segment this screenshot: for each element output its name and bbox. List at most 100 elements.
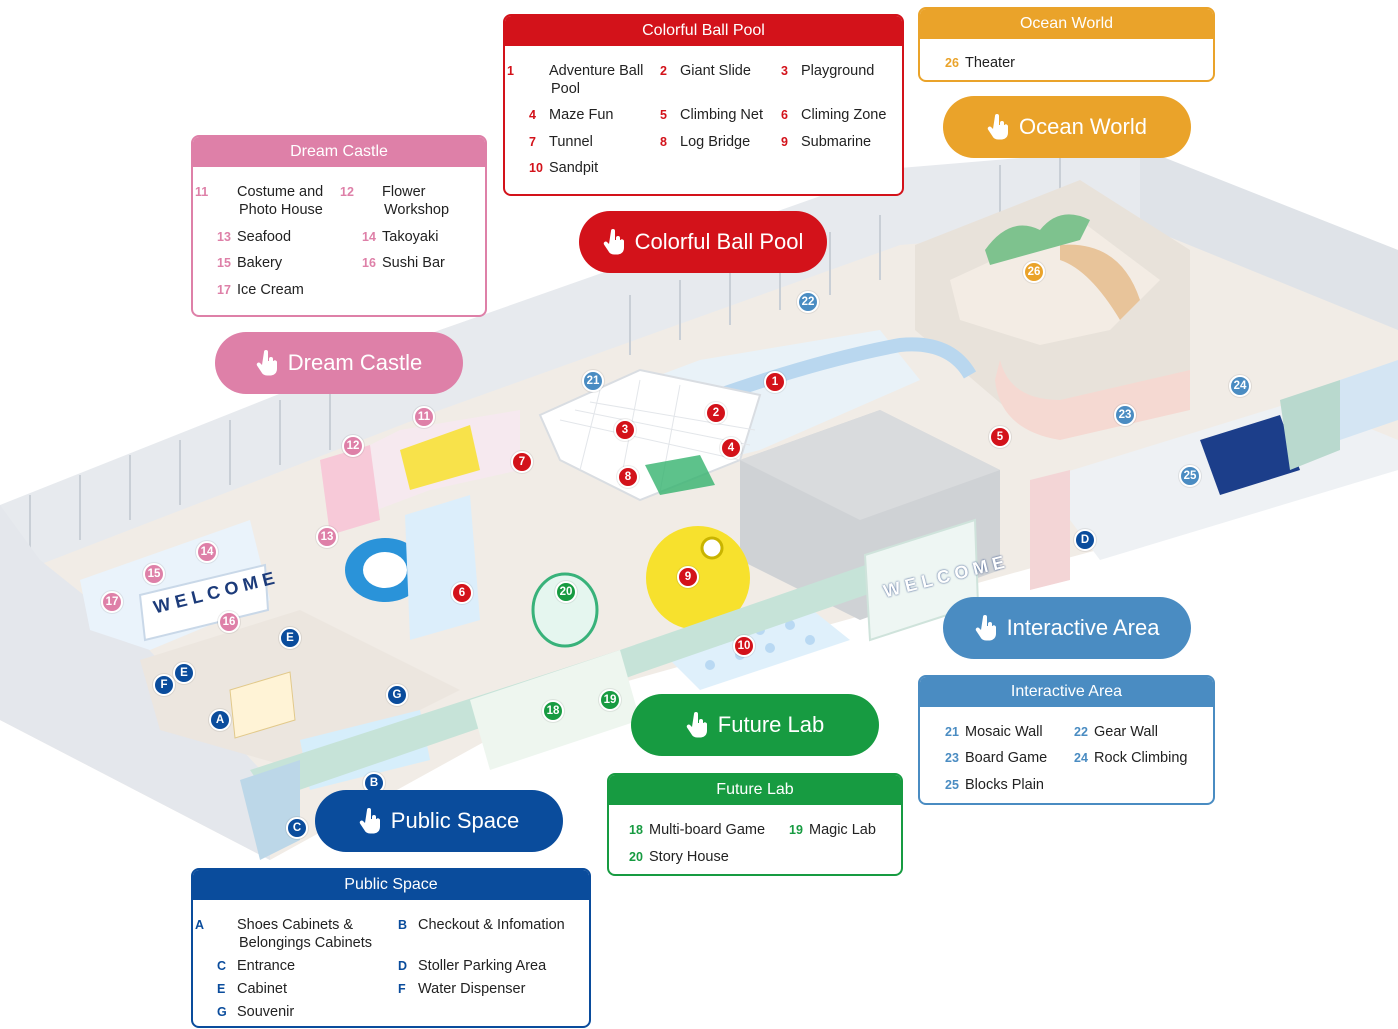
marker-4[interactable]: 4 [720, 437, 742, 459]
legend-title: Public Space [193, 870, 589, 900]
marker-17[interactable]: 17 [101, 591, 123, 613]
marker-26[interactable]: 26 [1023, 261, 1045, 283]
marker-5[interactable]: 5 [989, 426, 1011, 448]
marker-G[interactable]: G [386, 684, 408, 706]
marker-2[interactable]: 2 [705, 402, 727, 424]
ocean-world-floor [950, 220, 1160, 345]
legend-title: Colorful Ball Pool [505, 16, 902, 46]
marker-7[interactable]: 7 [511, 451, 533, 473]
pointer-hand-icon [686, 712, 707, 738]
left-wall [0, 505, 270, 860]
shoe-cabinet [229, 671, 296, 739]
marker-1[interactable]: 1 [764, 371, 786, 393]
marker-20[interactable]: 20 [555, 581, 577, 603]
pointer-hand-icon [603, 229, 624, 255]
marker-13[interactable]: 13 [316, 526, 338, 548]
public-space-button[interactable]: Public Space [315, 790, 563, 852]
marker-16[interactable]: 16 [218, 611, 240, 633]
marker-12[interactable]: 12 [342, 435, 364, 457]
marker-24[interactable]: 24 [1229, 375, 1251, 397]
marker-C[interactable]: C [286, 817, 308, 839]
marker-11[interactable]: 11 [413, 406, 435, 428]
right-corridor [1280, 380, 1340, 470]
interactive-area-label: Interactive Area [1006, 615, 1160, 640]
marker-F[interactable]: F [153, 674, 175, 696]
submarine-window [700, 536, 724, 560]
marker-E-1[interactable]: E [279, 627, 301, 649]
colorful-ball-pool-button[interactable]: Colorful Ball Pool [579, 211, 827, 273]
back-wall [0, 148, 1140, 580]
marker-21[interactable]: 21 [582, 370, 604, 392]
legend-title: Future Lab [609, 775, 901, 805]
pointer-hand-icon [975, 615, 996, 641]
marker-18[interactable]: 18 [542, 700, 564, 722]
marker-A[interactable]: A [209, 709, 231, 731]
ocean-world-mural [985, 214, 1090, 265]
ocean-world-button[interactable]: Ocean World [943, 96, 1191, 158]
marker-8[interactable]: 8 [617, 466, 639, 488]
interactive-area-button[interactable]: Interactive Area [943, 597, 1191, 659]
pointer-hand-icon [359, 808, 380, 834]
stroller-pillar [1030, 470, 1070, 590]
marker-6[interactable]: 6 [451, 582, 473, 604]
flower-workshop [320, 445, 380, 535]
marker-9[interactable]: 9 [677, 566, 699, 588]
marker-B[interactable]: B [363, 772, 385, 794]
marker-3[interactable]: 3 [614, 419, 636, 441]
marker-E-2[interactable]: E [173, 662, 195, 684]
marker-10[interactable]: 10 [733, 635, 755, 657]
marker-D[interactable]: D [1074, 529, 1096, 551]
marker-14[interactable]: 14 [196, 541, 218, 563]
ocean-world-front [995, 360, 1190, 440]
marker-25[interactable]: 25 [1179, 465, 1201, 487]
dream-castle-button[interactable]: Dream Castle [215, 332, 463, 394]
marker-23[interactable]: 23 [1114, 404, 1136, 426]
marker-15[interactable]: 15 [143, 563, 165, 585]
future-lab-label: Future Lab [717, 712, 825, 737]
entrance-wall [240, 760, 300, 860]
legend-title: Interactive Area [920, 677, 1213, 707]
marker-19[interactable]: 19 [599, 689, 621, 711]
ocean-world-label: Ocean World [1019, 114, 1147, 139]
pointer-hand-icon [987, 114, 1009, 140]
marker-22[interactable]: 22 [797, 291, 819, 313]
central-block-top [740, 410, 1000, 520]
blocks-plain [1200, 415, 1300, 495]
public-space-label: Public Space [390, 808, 520, 833]
windows [29, 158, 1061, 560]
future-lab-button[interactable]: Future Lab [631, 694, 879, 756]
right-wall [1140, 148, 1398, 330]
